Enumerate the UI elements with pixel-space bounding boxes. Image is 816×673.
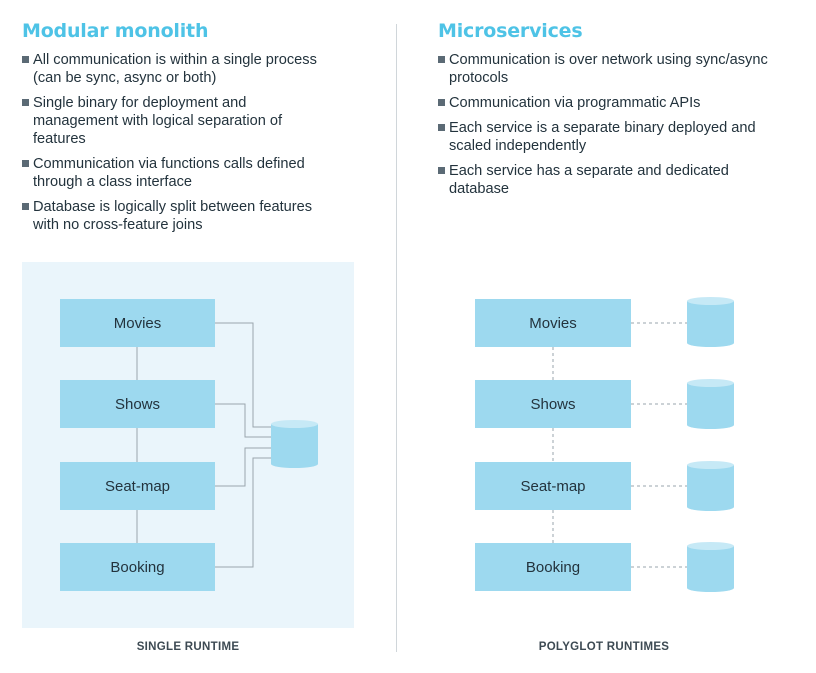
service-box (475, 299, 631, 347)
microservices-bullet-text: Each service is a separate binary deploy… (449, 120, 756, 154)
service-box (475, 380, 631, 428)
monolith-bullet-text: Communication via functions calls define… (33, 156, 305, 190)
movies-db-line (215, 322, 271, 428)
module-box (60, 462, 215, 510)
service-label: Seat-map (520, 478, 585, 495)
service-label: Movies (529, 315, 577, 332)
microservices-bullet: Each service is a separate binary deploy… (438, 119, 778, 155)
microservices-bullet-text: Each service has a separate and dedicate… (449, 163, 729, 197)
single-runtime-label: SINGLE RUNTIME (136, 641, 240, 653)
monolith-bullet: Communication via functions calls define… (22, 155, 322, 191)
monolith-bullet-list: All communication is within a single pro… (22, 51, 322, 241)
monolith-bullet-text: All communication is within a single pro… (33, 52, 317, 86)
monolith-bullet: Database is logically split between feat… (22, 198, 322, 234)
service-seat-map: Seat-map (475, 462, 631, 510)
column-divider (396, 24, 397, 652)
microservices-bullet: Each service has a separate and dedicate… (438, 162, 778, 198)
monolith-bullet: All communication is within a single pro… (22, 51, 322, 87)
bullet-square-icon (438, 56, 445, 63)
shows-database-icon (687, 379, 734, 429)
bullet-square-icon (22, 160, 29, 167)
service-movies: Movies (475, 299, 631, 347)
shared-database-icon (271, 420, 318, 468)
monolith-module-booking: Booking (60, 543, 215, 591)
monolith-module-shows: Shows (60, 380, 215, 428)
service-box (475, 462, 631, 510)
service-shows: Shows (475, 380, 631, 428)
module-label: Seat-map (105, 478, 170, 495)
bullet-square-icon (438, 99, 445, 106)
booking-database-icon (687, 542, 734, 592)
bullet-square-icon (438, 167, 445, 174)
seat-map-database-icon (687, 461, 734, 511)
module-box (60, 380, 215, 428)
seatmap-db-line (215, 447, 271, 487)
booking-db-line (215, 457, 271, 568)
module-label: Movies (114, 315, 162, 332)
module-label: Booking (110, 559, 164, 576)
bullet-square-icon (438, 124, 445, 131)
microservices-bullet-text: Communication is over network using sync… (449, 52, 768, 86)
microservices-bullet: Communication is over network using sync… (438, 51, 778, 87)
microservices-connectors (552, 322, 687, 568)
monolith-connectors (136, 322, 271, 568)
monolith-bullet-text: Single binary for deployment and managem… (33, 95, 283, 147)
monolith-bullet-text: Database is logically split between feat… (33, 199, 313, 233)
bullet-square-icon (22, 56, 29, 63)
monolith-title: Modular monolith (22, 20, 209, 42)
service-label: Booking (526, 559, 580, 576)
microservices-bullet-text: Communication via programmatic APIs (449, 95, 701, 111)
polyglot-runtimes-label: POLYGLOT RUNTIMES (538, 641, 670, 653)
monolith-bullet: Single binary for deployment and managem… (22, 94, 322, 148)
service-booking: Booking (475, 543, 631, 591)
monolith-module-seat-map: Seat-map (60, 462, 215, 510)
module-label: Shows (115, 396, 160, 413)
bullet-square-icon (22, 99, 29, 106)
monolith-module-movies: Movies (60, 299, 215, 347)
bullet-square-icon (22, 203, 29, 210)
microservices-bullet-list: Communication is over network using sync… (438, 51, 778, 205)
microservices-bullet: Communication via programmatic APIs (438, 94, 778, 112)
shows-db-line (215, 403, 271, 438)
service-box (475, 543, 631, 591)
microservices-title: Microservices (438, 20, 583, 42)
movies-database-icon (687, 297, 734, 347)
service-label: Shows (530, 396, 575, 413)
module-box (60, 543, 215, 591)
module-box (60, 299, 215, 347)
